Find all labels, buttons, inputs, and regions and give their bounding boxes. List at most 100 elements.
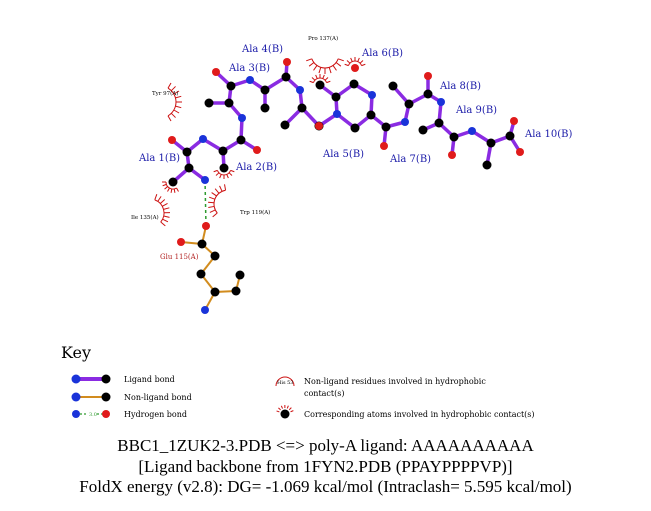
hydrophobic-arc-spoke: [209, 196, 216, 200]
hydrophobic-arc-spoke: [313, 65, 318, 71]
key-nitrogen-atom: [71, 374, 81, 384]
hydrophobic-arc-spoke: [162, 202, 168, 207]
hydrophobic-arc-spoke: [326, 80, 331, 84]
hydrophobic-arc-spoke: [212, 212, 218, 218]
nitrogen-atom: [201, 176, 209, 184]
carbon-atom: [184, 163, 194, 173]
hydrophobic-arc-spoke: [208, 201, 215, 204]
hydrophobic-residue-labels: Pro 137(A) Tyr 97(A) Ile 135(A) Trp 119(…: [131, 35, 338, 221]
nitrogen-atom: [437, 98, 445, 106]
hydrophobic-contacts: [154, 57, 366, 227]
residue-labels: Ala 1(B) Ala 2(B) Ala 3(B) Ala 4(B) Ala …: [138, 44, 573, 173]
hydrophobic-arc-spoke: [214, 188, 220, 194]
caption-line-2: [Ligand backbone from 1FYN2.PDB (PPAYPPP…: [138, 457, 513, 476]
key-hydrophobic-atom-spoke: [276, 410, 280, 413]
hydrophobic-arc-spoke: [173, 188, 176, 193]
oxygen-atom: [177, 238, 185, 246]
protein-residue-label-pro: Pro 137(A): [308, 35, 338, 42]
key-oxygen-atom: [102, 410, 110, 418]
nitrogen-atom: [468, 127, 476, 135]
hydrophobic-arc-spoke: [173, 90, 180, 95]
carbon-atom: [418, 125, 428, 135]
key-hydrophobic-arc: [275, 376, 295, 387]
ligand-residue-label: Ala 7(B): [389, 154, 431, 165]
nitrogen-atom: [201, 306, 209, 314]
key-hydrophobic-atom: [280, 409, 290, 419]
carbon-atom: [197, 239, 207, 249]
carbon-atom: [349, 79, 359, 89]
carbon-atom: [226, 81, 236, 91]
caption-line-1: BBC1_1ZUK2-3.PDB <=> poly-A ligand: AAAA…: [117, 436, 534, 455]
protein-residue-label-glu: Glu 115(A): [160, 253, 199, 261]
hydrophobic-arc-spoke: [224, 184, 227, 191]
carbon-atom: [168, 177, 178, 187]
key-hydrophobic-atoms-label: Corresponding atoms involved in hydropho…: [304, 410, 535, 419]
hydrophobic-arc-spoke: [361, 63, 366, 67]
hydrophobic-arc-spoke: [163, 207, 170, 210]
oxygen-atom: [253, 146, 261, 154]
oxygen-atom: [351, 64, 359, 72]
hydrophobic-arc-spoke: [159, 199, 166, 204]
hydrophobic-arc-spoke: [213, 169, 218, 173]
hydrophobic-arc-spoke: [209, 209, 216, 213]
hydrophobic-arc-spoke: [160, 221, 166, 227]
carbon-atom: [224, 98, 234, 108]
hydrophobic-arc-spoke: [175, 105, 182, 109]
ligand-residue-label: Ala 2(B): [235, 162, 277, 173]
key-hydrophobic-residues-label: Non-ligand residues involved in hydropho…: [304, 377, 486, 386]
hydrophobic-arc-spoke: [215, 172, 220, 176]
protein-residue-label-trp: Trp 119(A): [240, 209, 270, 216]
key: Key Ligand bond Non-ligand bond 3.0 Hydr…: [61, 343, 535, 419]
oxygen-atom: [212, 68, 220, 76]
hydrophobic-arc: [154, 199, 165, 223]
key-hydrophobic-atom-spokes: [276, 404, 294, 413]
key-nitrogen-atom: [71, 392, 81, 402]
carbon-atom: [404, 99, 414, 109]
carbon-atom: [260, 85, 270, 95]
carbon-atom: [218, 146, 228, 156]
hydrophobic-arc-spoke: [315, 74, 318, 79]
hydrophobic-arc-spoke: [164, 186, 168, 190]
ligand-residue-label: Ala 5(B): [322, 149, 364, 160]
hydrophobic-arc-spoke: [219, 185, 223, 192]
hydrophobic-arc-spoke: [211, 192, 217, 197]
carbon-atom: [260, 103, 270, 113]
hydrophobic-arc-spoke: [309, 80, 314, 84]
carbon-atom: [235, 270, 245, 280]
oxygen-atom: [202, 222, 210, 230]
carbon-atom: [381, 122, 391, 132]
key-nitrogen-atom: [72, 410, 80, 418]
key-hydrophobic-atom-spoke: [278, 407, 281, 411]
nitrogen-atom: [401, 118, 409, 126]
nitrogen-atom: [246, 76, 254, 84]
hydrophobic-arc-spoke: [170, 188, 173, 193]
hydrophobic-arc-spoke: [306, 58, 313, 62]
key-carbon-atom: [101, 374, 111, 384]
carbon-atom: [196, 269, 206, 279]
hydrophobic-arc-spoke: [350, 57, 353, 62]
nitrogen-atom: [199, 135, 207, 143]
hydrophobic-arc-spoke: [219, 174, 222, 179]
caption-line-3: FoldX energy (v2.8): DG= -1.069 kcal/mol…: [79, 477, 572, 496]
key-carbon-atom: [101, 392, 111, 402]
hydrophobic-arc-spoke: [324, 77, 329, 81]
carbon-atom: [231, 286, 241, 296]
nitrogen-atom: [333, 110, 341, 118]
nitrogen-atom: [296, 86, 304, 94]
key-nonligand-bond-label: Non-ligand bond: [124, 393, 192, 402]
carbon-atom: [331, 92, 341, 102]
carbon-atom: [280, 120, 290, 130]
hydrophobic-arc: [165, 181, 177, 190]
ligand-residue-label: Ala 6(B): [361, 48, 403, 59]
key-hydrophobic-residues-label-cont: contact(s): [304, 389, 344, 398]
carbon-atom: [482, 160, 492, 170]
carbon-atom: [434, 118, 444, 128]
oxygen-atom: [424, 72, 432, 80]
carbon-atom: [210, 287, 220, 297]
hydrophobic-arc-spoke: [162, 218, 169, 223]
hydrophobic-arc-spoke: [175, 95, 182, 99]
ligand-residue-label: Ala 4(B): [241, 44, 283, 55]
hydrophobic-arc-spoke: [170, 86, 176, 92]
carbon-atom: [236, 135, 246, 145]
